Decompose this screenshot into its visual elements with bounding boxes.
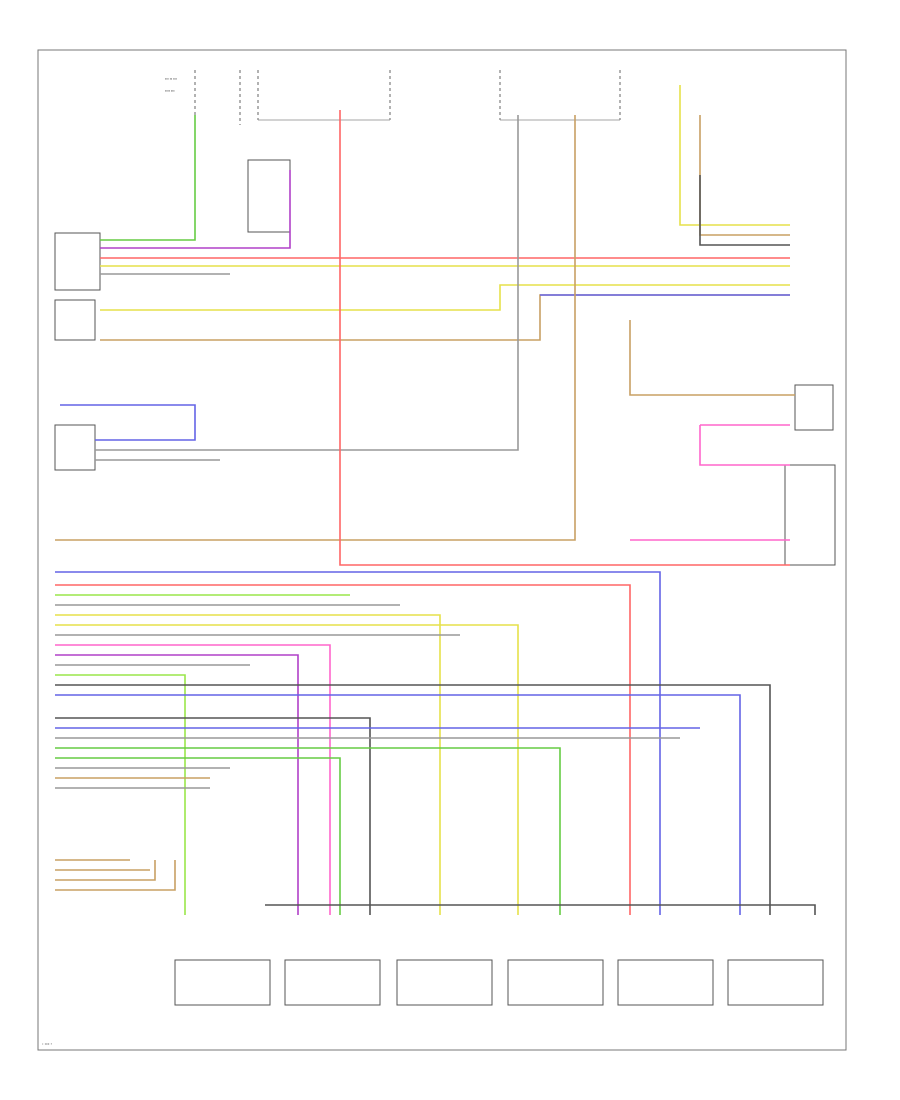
svg-text:▪▪▪ ▪▪ ▪▪▪: ▪▪▪ ▪▪ ▪▪▪ — [165, 77, 177, 81]
relay-right — [794, 384, 834, 431]
pressure-sensor — [54, 424, 96, 471]
bus-wires — [55, 85, 795, 566]
sensor-1 — [174, 959, 271, 1006]
switch-left — [54, 299, 96, 341]
diagram-frame — [37, 49, 847, 1051]
sensor-5 — [617, 959, 714, 1006]
sensor-row — [174, 959, 824, 1006]
sensor-3 — [396, 959, 493, 1006]
sensor-4 — [507, 959, 604, 1006]
relay — [247, 159, 291, 233]
sensor-6 — [727, 959, 824, 1006]
module-right — [784, 464, 836, 566]
lower-bus — [55, 571, 771, 915]
module-left — [54, 232, 101, 291]
fuse-block-3 — [499, 70, 621, 121]
fuse-block-2 — [257, 70, 391, 121]
ground-wires — [55, 859, 816, 915]
sensor-2 — [284, 959, 381, 1006]
fuse-block-1: ▪▪▪ ▪▪ ▪▪▪ ▪▪▪▪ ▪▪▪ — [165, 70, 241, 125]
footer-code: • ◂ ▸ ▪ — [42, 1041, 53, 1046]
svg-text:▪▪▪▪ ▪▪▪: ▪▪▪▪ ▪▪▪ — [165, 89, 175, 93]
